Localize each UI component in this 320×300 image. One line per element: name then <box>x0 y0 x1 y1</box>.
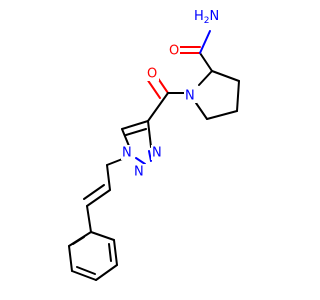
ch2-to-vinyl-c-bond <box>106 164 111 191</box>
vinyl-to-phenyl-bond <box>86 205 92 233</box>
triazole-n2-label-background <box>133 164 146 179</box>
molecular-structure-diagram: H2N O O N N N N <box>68 7 240 281</box>
pyrrolidine-c3-to-c4-bond <box>236 80 240 112</box>
phenyl-inner-bond-1 <box>72 236 85 245</box>
amide-n-symbol: N <box>210 9 220 24</box>
pyrrolidine-c4-to-c5-bond <box>206 110 238 120</box>
amide-o-label-background <box>168 43 180 58</box>
phenyl-bond-2 <box>68 245 73 272</box>
triazole-c4-c5-double-bond-inner <box>125 128 147 136</box>
triazole-n2-label: N <box>134 165 144 180</box>
amide-c-to-pyrrolidine-c2-bond <box>199 52 213 72</box>
pyrrolidine-c5-to-n-bond <box>195 102 208 120</box>
triazole-n3-label: N <box>152 146 162 161</box>
atom-labels: H2N O O N N N N <box>121 7 219 180</box>
carbonyl-o-label: O <box>147 67 157 82</box>
pyrrolidine-n-label: N <box>185 89 195 104</box>
phenyl-bond-5 <box>113 239 118 266</box>
amide-n-label-background <box>193 7 216 23</box>
phenyl-bond-6 <box>90 231 115 241</box>
phenyl-inner-bond-3 <box>108 243 112 262</box>
carbonyl-o-label-background <box>146 66 159 81</box>
amide-h-label: H <box>194 9 204 24</box>
triazole-n1-to-n2-bond <box>135 157 146 165</box>
triazole-c5-to-n1-bond <box>121 128 130 147</box>
triazole-c4-to-n3-bond <box>147 120 152 148</box>
carbonyl-c-o-double-bond-outer <box>146 78 161 99</box>
amide-c-to-n-bond <box>199 30 211 54</box>
triazole-c4-to-c5-bond <box>121 120 149 130</box>
phenyl-inner-bond-2 <box>76 266 96 275</box>
triazole-n1-label: N <box>122 146 132 161</box>
pyrrolidine-c2-to-c3-bond <box>211 70 240 82</box>
amide-o-label: O <box>169 44 179 59</box>
vinyl-double-bond-inner <box>83 184 105 200</box>
triazole-n2-to-n3-double-bond-b <box>148 150 152 162</box>
phenyl-bond-3 <box>71 270 97 281</box>
phenyl-bond-4 <box>95 264 118 281</box>
amide-nh2-label: H2N <box>194 9 219 26</box>
carbonyl-c-to-triazole-c-bond <box>147 92 169 122</box>
triazole-n1-label-background <box>121 145 134 160</box>
pyrrolidine-n-label-background <box>184 88 197 103</box>
bonds <box>68 30 240 281</box>
vinyl-double-bond-main <box>86 189 111 207</box>
amide-h-subscript: 2 <box>204 16 210 26</box>
pyrrolidine-n-to-c2-bond <box>198 70 213 86</box>
triazole-n3-label-background <box>151 145 164 160</box>
